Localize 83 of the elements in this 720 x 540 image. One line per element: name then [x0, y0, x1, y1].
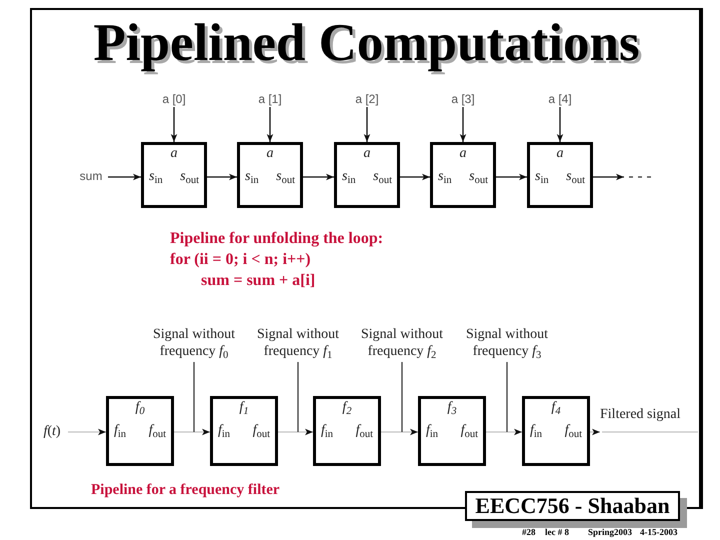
arrow	[278, 428, 313, 436]
arrow	[590, 428, 600, 436]
pipeline-stage-box	[522, 396, 590, 466]
arrow	[170, 107, 178, 142]
course-title: EECC756 - Shaaban	[475, 494, 670, 518]
stage-parameter-label: a	[266, 146, 274, 162]
caption-text: for (ii = 0; i < n; i++)	[170, 250, 311, 270]
port-label: s$_{in}$	[438, 168, 452, 185]
port-label: f$_{in}$	[114, 422, 126, 439]
arrow	[556, 107, 564, 142]
stage-parameter-label: f$_{4}$	[551, 400, 561, 416]
port-label: s$_{out}$	[469, 168, 488, 185]
port-label: s$_{out}$	[276, 168, 295, 185]
port-label: s$_{out}$	[180, 168, 199, 185]
leader-line	[193, 362, 195, 432]
leader-line	[401, 362, 403, 432]
port-label: s$_{out}$	[566, 168, 585, 185]
port-label: s$_{in}$	[149, 168, 163, 185]
output-signal-label: Signal without frequency f$_{2}$	[352, 326, 452, 362]
arrow	[381, 428, 418, 436]
arrow	[108, 174, 141, 180]
stage-parameter-label: f$_{3}$	[447, 400, 457, 416]
pipeline-stage-box	[106, 396, 174, 466]
caption-text: sum = sum + a[i]	[201, 271, 316, 291]
input-label: a [4]	[535, 92, 585, 107]
arrow	[593, 174, 624, 180]
output-signal-label: Signal without frequency f$_{3}$	[457, 326, 557, 362]
port-label: s$_{in}$	[245, 168, 259, 185]
port-label: f$_{in}$	[426, 422, 438, 439]
port-label: f$_{out}$	[460, 422, 478, 439]
port-label: f$_{in}$	[321, 422, 334, 439]
input-label: a [2]	[342, 92, 392, 107]
arrow	[460, 107, 466, 142]
pipeline-stage-box	[237, 142, 303, 208]
port-label: s$_{in}$	[342, 168, 356, 185]
arrow	[207, 174, 237, 180]
port-label: f$_{out}$	[564, 422, 582, 439]
input-signal-label: f(t)	[36, 423, 68, 441]
port-label: f$_{in}$	[530, 422, 542, 439]
stage-parameter-label: a	[364, 146, 370, 162]
arrow	[496, 174, 527, 180]
output-signal-label: Signal without frequency f$_{1}$	[248, 326, 348, 362]
pipeline-stage-box	[418, 396, 486, 466]
input-label: a [3]	[438, 92, 488, 107]
slide-title: Pipelined Computations	[93, 15, 640, 71]
leader-line	[506, 362, 508, 432]
arrow	[364, 107, 370, 142]
pipeline-stage-box	[334, 142, 400, 208]
pipeline-stage-box	[210, 396, 278, 466]
port-label: f$_{out}$	[252, 422, 270, 439]
arrow	[266, 107, 274, 142]
input-label: a [0]	[149, 92, 199, 107]
port-label: f$_{out}$	[356, 422, 373, 439]
footer-note: 4-15-2003	[640, 527, 678, 538]
port-label: s$_{out}$	[373, 168, 392, 185]
footer-note: Spring2003	[588, 527, 632, 538]
caption-text: Pipeline for a frequency filter	[91, 481, 280, 500]
stage-parameter-label: a	[460, 146, 466, 162]
arrow	[486, 428, 522, 436]
input-label: a [1]	[245, 92, 295, 107]
arrow	[174, 428, 210, 436]
stage-parameter-label: f$_{2}$	[342, 400, 352, 416]
footer-note: lec # 8	[545, 527, 569, 538]
stage-parameter-label: f$_{0}$	[135, 400, 145, 416]
output-signal-label: Signal without frequency f$_{0}$	[144, 326, 244, 362]
stage-parameter-label: f$_{1}$	[239, 400, 249, 416]
pipeline-stage-box	[527, 142, 593, 208]
arrow	[68, 428, 106, 436]
leader-line	[297, 362, 299, 432]
pipeline-stage-box	[141, 142, 207, 208]
port-label: f$_{out}$	[148, 422, 166, 439]
arrow	[400, 174, 430, 180]
stage-parameter-label: a	[170, 146, 178, 162]
stage-parameter-label: a	[556, 146, 564, 162]
input-label: sum	[74, 169, 108, 184]
port-label: s$_{in}$	[535, 168, 549, 185]
port-label: f$_{in}$	[218, 422, 230, 439]
arrow	[303, 174, 334, 180]
pipeline-stage-box	[430, 142, 496, 208]
output-label: Filtered signal	[600, 406, 694, 424]
pipeline-stage-box	[313, 396, 381, 466]
footer-note: #28	[522, 527, 536, 538]
caption-text: Pipeline for unfolding the loop:	[170, 229, 384, 249]
